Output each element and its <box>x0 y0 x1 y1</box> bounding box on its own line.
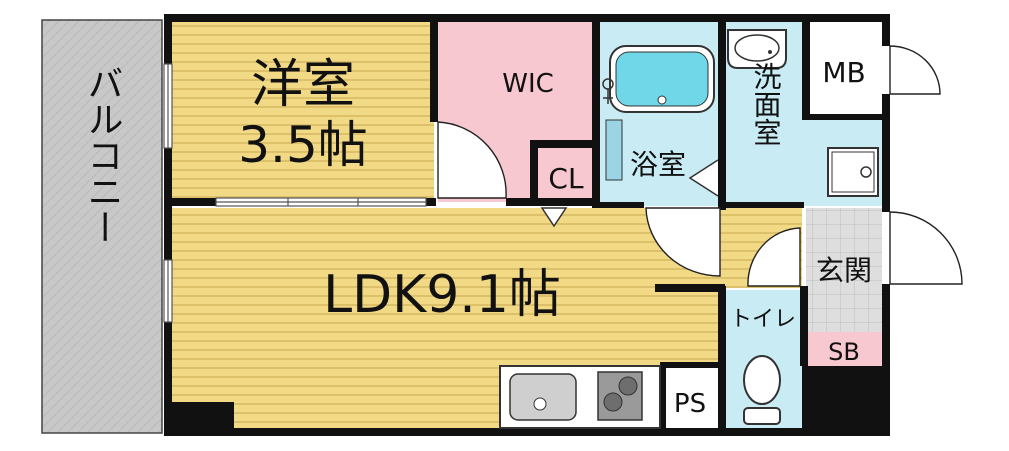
burner-back <box>618 376 638 396</box>
toilet-door <box>747 227 801 287</box>
wic-door <box>437 121 507 199</box>
toilet-tank <box>743 407 781 425</box>
washing-machine-drain <box>860 166 872 178</box>
closet-label: CL <box>548 162 584 195</box>
shoe-box-label: SB <box>828 338 860 366</box>
western-room-floor <box>172 22 434 202</box>
western-room-name: 洋室 <box>251 55 355 115</box>
shower-icon <box>602 78 614 104</box>
balcony-label: バルコニー <box>82 65 123 245</box>
meter-box-floor <box>806 22 882 118</box>
bathroom-label: 浴室 <box>630 148 686 181</box>
bath-folding-door <box>688 159 719 197</box>
wic-label: WIC <box>502 69 554 99</box>
meter-box-door <box>889 45 941 95</box>
toilet-bowl <box>743 355 781 405</box>
sink-drain <box>533 397 547 411</box>
vanity-bowl <box>734 34 780 62</box>
western-room-size: 3.5帖 <box>238 116 368 174</box>
labels: 洋室 3.5帖 WIC CL 浴室 洗面室 MB 玄関 SB トイレ PS LD… <box>82 55 873 419</box>
front-door <box>889 211 963 285</box>
entrance-label: 玄関 <box>816 254 872 287</box>
hall-door <box>645 207 721 277</box>
burner-front <box>603 392 623 412</box>
washroom-label: 洗面室 <box>750 62 783 146</box>
toilet-label: トイレ <box>730 307 796 332</box>
bath-entry-step <box>605 119 623 181</box>
hall-arrow-icon <box>540 207 568 228</box>
doors <box>437 45 963 287</box>
bathtub-water <box>615 51 709 107</box>
bathtub-drain <box>657 95 667 105</box>
meter-box-label: MB <box>822 56 865 89</box>
kitchen-sink <box>509 373 577 421</box>
windows <box>163 63 427 323</box>
walls <box>164 14 890 436</box>
pipe-space-floor <box>666 366 720 430</box>
pipe-space-label: PS <box>674 389 706 419</box>
fixtures <box>499 29 879 429</box>
shoe-box-floor <box>806 332 882 366</box>
entrance-floor <box>806 208 882 332</box>
washing-machine-pan-inner <box>831 151 875 193</box>
ldk-label: LDK9.1帖 <box>323 265 561 325</box>
balcony <box>41 19 163 434</box>
vanity-drain <box>768 50 772 54</box>
